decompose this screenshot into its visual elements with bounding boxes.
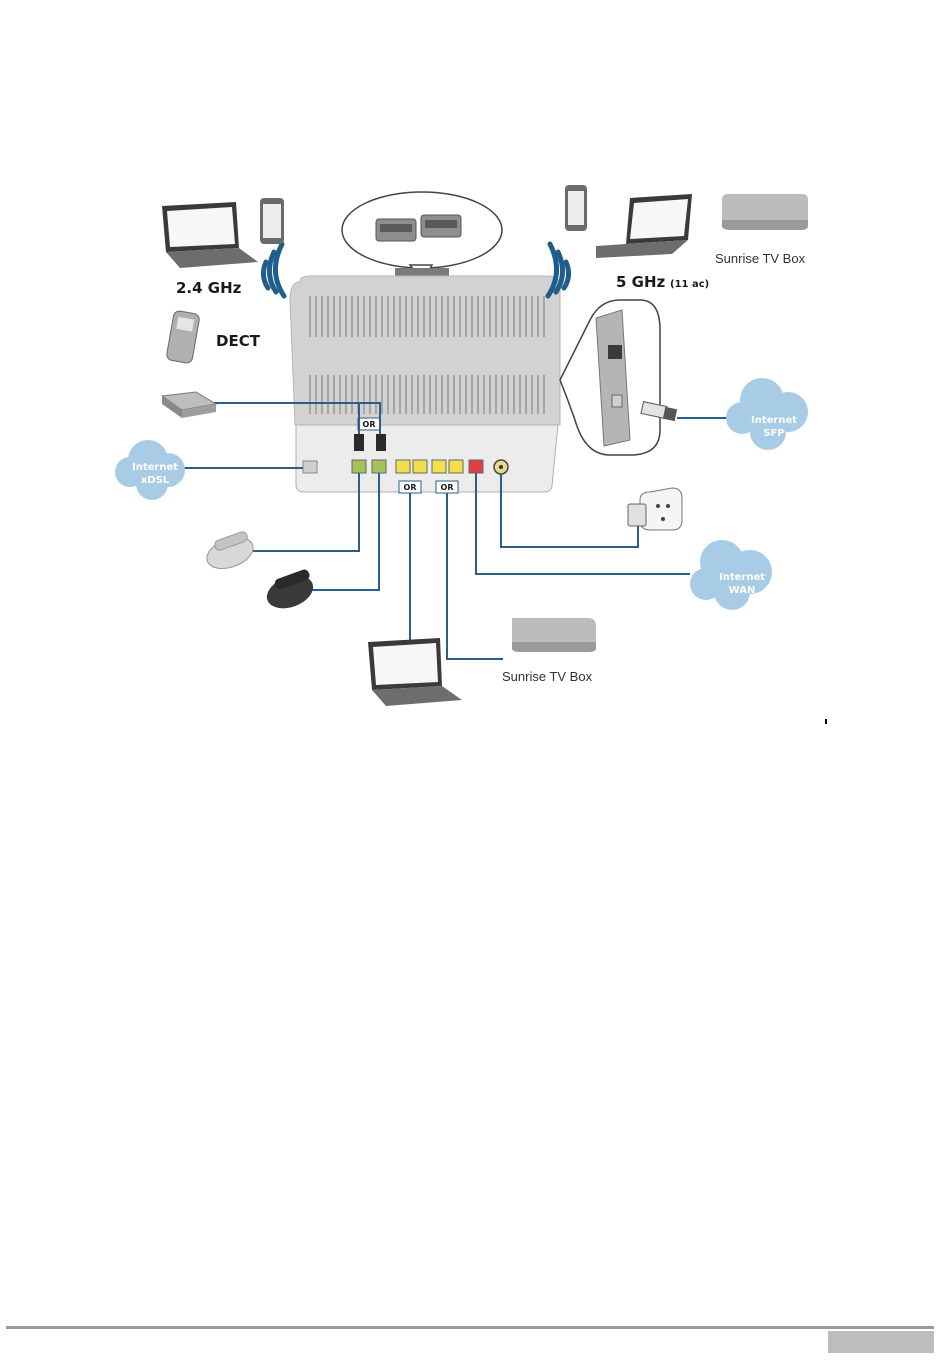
dect-handset-icon bbox=[166, 310, 200, 364]
lan-port-4 bbox=[449, 460, 463, 473]
or-label-usb: OR bbox=[358, 418, 380, 430]
phone-port-2 bbox=[372, 460, 386, 473]
cloud-internet-xdsl: Internet xDSL bbox=[115, 440, 185, 500]
dsl-port bbox=[303, 461, 317, 473]
label-5-ghz-suffix: (11 ac) bbox=[670, 279, 709, 290]
svg-text:OR: OR bbox=[404, 483, 417, 492]
laptop-top-right bbox=[596, 194, 692, 258]
footer-rule bbox=[6, 1326, 934, 1329]
label-2-4-ghz: 2.4 GHz bbox=[176, 279, 242, 297]
usb-drive bbox=[162, 392, 216, 418]
svg-text:Internet: Internet bbox=[719, 572, 765, 583]
tv-box-top bbox=[722, 194, 808, 230]
wifi-waves-left bbox=[263, 244, 284, 296]
usb-port-1 bbox=[354, 434, 364, 451]
svg-text:Internet: Internet bbox=[751, 415, 797, 426]
svg-text:OR: OR bbox=[363, 420, 376, 429]
svg-text:SFP: SFP bbox=[763, 428, 784, 439]
or-label-lan-1: OR bbox=[399, 481, 421, 493]
or-label-lan-2: OR bbox=[436, 481, 458, 493]
svg-text:OR: OR bbox=[441, 483, 454, 492]
tv-box-bottom bbox=[512, 618, 596, 652]
svg-text:Internet: Internet bbox=[132, 462, 178, 473]
lan-port-2 bbox=[413, 460, 427, 473]
label-dect: DECT bbox=[216, 332, 261, 350]
label-5-ghz: 5 GHz bbox=[616, 273, 666, 291]
cloud-internet-wan: Internet WAN bbox=[690, 540, 772, 610]
telephone-light bbox=[203, 530, 258, 574]
stray-mark bbox=[825, 719, 827, 724]
wan-port bbox=[469, 460, 483, 473]
footer-page-tab bbox=[828, 1331, 934, 1353]
laptop-top-left bbox=[162, 202, 258, 268]
label-tv-box-top: Sunrise TV Box bbox=[715, 251, 806, 266]
router-body bbox=[290, 268, 560, 492]
svg-text:WAN: WAN bbox=[729, 585, 756, 596]
lan-port-1 bbox=[396, 460, 410, 473]
label-tv-box-bottom: Sunrise TV Box bbox=[502, 669, 593, 684]
wifi-waves-right bbox=[548, 244, 569, 296]
smartphone-top-left bbox=[260, 198, 284, 244]
phone-port-1 bbox=[352, 460, 366, 473]
telephone-dark bbox=[262, 568, 317, 614]
power-adapter bbox=[628, 504, 646, 526]
cloud-internet-sfp: Internet SFP bbox=[726, 378, 808, 450]
lan-port-3 bbox=[432, 460, 446, 473]
usb-port-2 bbox=[376, 434, 386, 451]
sfp-side-callout bbox=[560, 300, 660, 455]
svg-text:xDSL: xDSL bbox=[141, 475, 170, 486]
smartphone-top-right bbox=[565, 185, 587, 231]
